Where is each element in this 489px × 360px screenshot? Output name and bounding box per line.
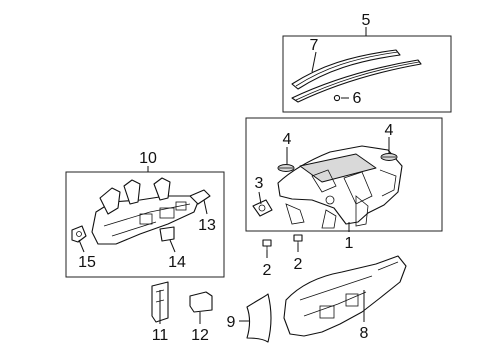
callout-2-left: 2	[263, 262, 272, 279]
callout-8: 8	[360, 325, 369, 342]
trim-part-9	[246, 293, 272, 343]
bracket-part-14	[159, 226, 175, 242]
instrument-panel-part-1	[277, 145, 403, 229]
callout-13: 13	[198, 217, 216, 234]
callout-7: 7	[310, 37, 319, 54]
frame-group-1	[245, 117, 443, 232]
callout-5: 5	[362, 12, 371, 29]
callout-2-right: 2	[294, 256, 303, 273]
callout-9: 9	[227, 314, 236, 331]
callout-1: 1	[345, 235, 354, 252]
reinforcement-part-10	[91, 177, 199, 245]
frame-group-5	[282, 35, 452, 113]
bracket-part-12	[189, 291, 213, 313]
carrier-part-8	[283, 255, 407, 337]
callout-14: 14	[168, 254, 186, 271]
callout-10: 10	[139, 150, 157, 167]
molding-strip-lower	[291, 59, 422, 103]
callout-11: 11	[152, 327, 169, 344]
callout-4-left: 4	[283, 131, 292, 148]
leader-lines	[78, 27, 390, 324]
frame-group-10	[65, 171, 225, 278]
clip-part-6	[333, 94, 341, 102]
bezel-part-3	[252, 199, 273, 217]
molding-strip-part-7	[291, 49, 401, 90]
bolt-part-2-left	[262, 239, 272, 254]
callout-15: 15	[78, 254, 96, 271]
callout-12: 12	[191, 327, 209, 344]
vent-cap-part-4-right	[380, 153, 398, 161]
callout-6: 6	[353, 90, 362, 107]
bracket-part-15	[71, 225, 87, 243]
callout-4-right: 4	[385, 122, 394, 139]
bracket-part-13	[189, 189, 211, 205]
callout-3: 3	[255, 175, 264, 192]
vent-cap-part-4-left	[277, 164, 295, 172]
